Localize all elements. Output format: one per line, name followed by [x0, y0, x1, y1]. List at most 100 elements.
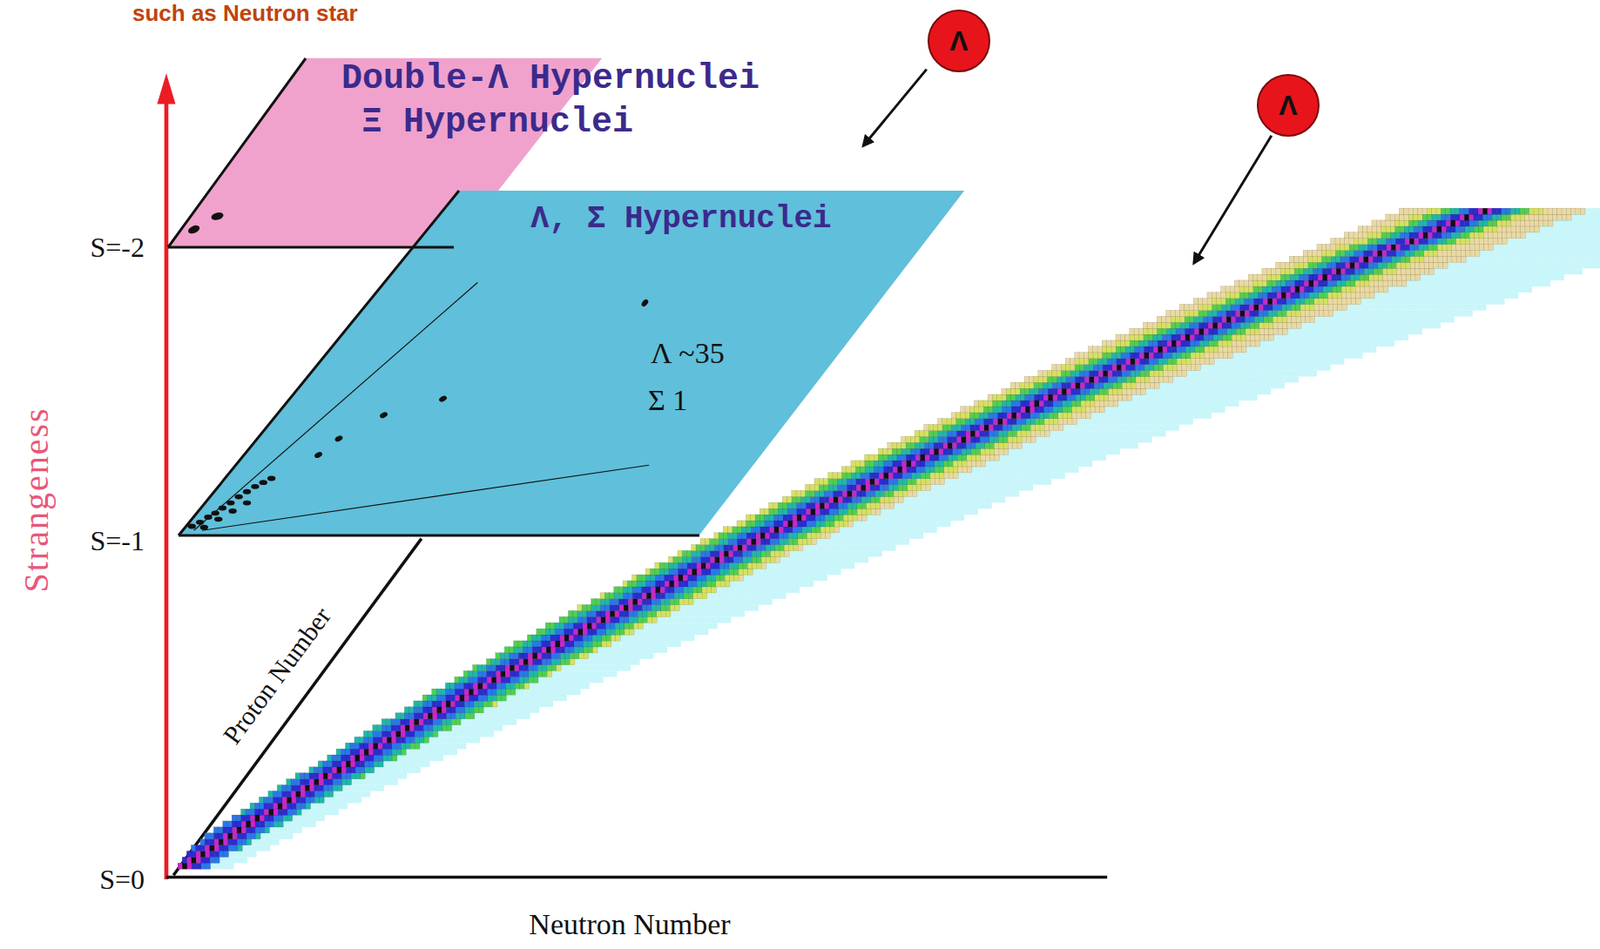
nuclide-cell	[985, 472, 992, 480]
nuclide-cell	[1140, 394, 1147, 401]
nuclide-cell	[1228, 388, 1235, 395]
nuclide-cell	[1242, 382, 1249, 389]
nuclide-cell	[1493, 249, 1499, 257]
nuclide-cell	[1123, 418, 1129, 426]
nuclide-cell	[593, 653, 599, 660]
nuclide-cell	[593, 659, 599, 666]
nuclide-cell	[830, 550, 837, 557]
nuclide-cell	[1512, 268, 1519, 275]
nuclide-cell	[1347, 316, 1353, 323]
nuclide-cell	[1214, 364, 1220, 372]
nuclide-cell	[1402, 304, 1408, 311]
nuclide-cell	[1210, 400, 1216, 407]
nuclide-cell	[1490, 280, 1496, 287]
nuclide-cell	[374, 773, 380, 780]
nuclide-cell	[419, 755, 426, 762]
nuclide-cell	[1223, 370, 1229, 377]
nuclide-cell	[538, 682, 544, 689]
nuclide-cell	[1424, 280, 1431, 287]
nuclide-cell	[487, 707, 493, 714]
nuclide-cell	[1261, 388, 1267, 395]
nuclide-cell	[1489, 256, 1495, 263]
nuclide-cell	[1526, 268, 1533, 275]
nuclide-cell	[698, 610, 704, 617]
nuclide-cell	[1105, 425, 1111, 432]
nuclide-cell	[1443, 274, 1449, 281]
nuclide-cell	[1452, 280, 1459, 287]
nuclide-cell	[1508, 280, 1514, 287]
nuclide-cell	[378, 773, 385, 780]
nuclide-cell	[1182, 406, 1189, 413]
nuclide-cell	[1563, 268, 1569, 275]
nuclide-cell	[757, 580, 763, 588]
nuclide-cell	[1319, 316, 1325, 323]
nuclide-cell	[470, 736, 476, 743]
nuclide-cell	[1493, 256, 1499, 263]
nuclide-cell	[1269, 358, 1276, 365]
nuclide-cell	[1384, 340, 1391, 347]
nuclide-cell	[670, 616, 676, 623]
nuclide-cell	[739, 593, 745, 600]
nuclide-cell	[1315, 340, 1321, 347]
nuclide-cell	[1215, 376, 1221, 383]
nuclide-cell	[1178, 412, 1184, 419]
nuclide-cell	[1059, 472, 1066, 480]
nuclide-cell	[1137, 425, 1143, 432]
nuclide-cell	[729, 587, 736, 594]
nuclide-cell	[694, 616, 700, 623]
nuclide-cell	[698, 628, 704, 635]
nuclide-cell	[475, 736, 481, 743]
nuclide-cell	[1512, 286, 1519, 293]
nuclide-cell	[1417, 316, 1423, 323]
nuclide-cell	[1291, 328, 1297, 335]
nuclide-cell	[1114, 448, 1121, 455]
nuclide-cell	[670, 628, 676, 635]
nuclide-cell	[1269, 370, 1276, 377]
nuclide-cell	[812, 556, 818, 563]
nuclide-cell	[1545, 268, 1551, 275]
nuclide-cell	[533, 701, 540, 708]
nuclide-cell	[1188, 406, 1194, 413]
nuclide-cell	[1100, 430, 1106, 437]
nuclide-cell	[1247, 388, 1253, 395]
nuclide-cell	[1049, 442, 1055, 449]
nuclide-cell	[1416, 310, 1422, 317]
nuclide-cell	[484, 730, 490, 737]
nuclide-cell	[520, 707, 527, 714]
nuclide-cell	[871, 539, 878, 546]
nuclide-cell	[488, 725, 494, 732]
nuclide-cell	[1461, 262, 1467, 269]
nuclide-cell	[1127, 425, 1134, 432]
nuclide-cell	[712, 622, 718, 629]
nuclide-cell	[324, 796, 330, 804]
nuclide-cell	[1293, 376, 1299, 383]
nuclide-cell	[1364, 298, 1371, 305]
nuclide-cell	[1577, 249, 1583, 257]
nuclide-cell	[1238, 394, 1244, 401]
nuclide-cell	[1443, 268, 1449, 275]
nuclide-cell	[246, 845, 252, 852]
nuclide-cell	[479, 725, 485, 732]
nuclide-cell	[1127, 400, 1133, 407]
nuclide-cell	[1255, 346, 1261, 353]
nuclide-cell	[1512, 280, 1519, 287]
nuclide-cell	[753, 593, 759, 600]
nuclide-cell	[1471, 280, 1477, 287]
nuclide-cell	[1449, 316, 1455, 323]
nuclide-cell	[779, 556, 785, 563]
nuclide-cell	[1406, 298, 1412, 305]
nuclide-cell	[867, 550, 873, 557]
nuclide-cell	[1265, 370, 1271, 377]
nuclide-cell	[986, 496, 993, 503]
nuclide-cell	[1498, 244, 1504, 251]
nuclide-cell	[784, 556, 790, 563]
nuclide-cell	[812, 568, 818, 575]
nuclide-cell	[479, 719, 485, 726]
nuclide-cell	[740, 610, 746, 617]
nuclide-cell	[1380, 340, 1386, 347]
nuclide-cell	[748, 587, 754, 594]
nuclide-cell	[762, 593, 769, 600]
nuclide-cell	[1106, 448, 1112, 455]
nuclide-cell	[1456, 262, 1462, 269]
